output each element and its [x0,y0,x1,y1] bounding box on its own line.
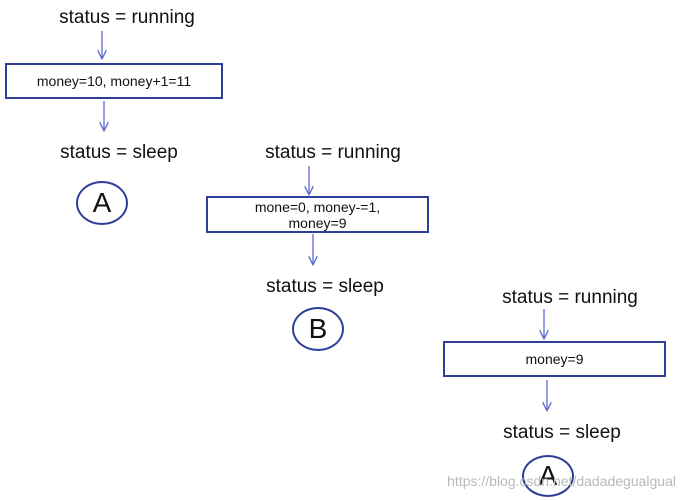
flow-b-node-circle: B [292,307,344,351]
watermark-url: https://blog.csdn.net/dadadegualgual [447,473,676,489]
flow-a-step-box: money=10, money+1=11 [5,63,223,99]
flow-b-step-box: mone=0, money-=1, money=9 [206,196,429,233]
flow-b-start-label: status = running [265,142,401,163]
flow-a-node-letter: A [92,187,112,218]
flow-a-node-circle: A [76,181,128,225]
flow-b-node-letter: B [308,313,328,344]
flow-c-end-label: status = sleep [503,422,621,443]
flow-a-step-text: money=10, money+1=11 [36,73,192,89]
flow-c-step-text: money=9 [525,351,584,367]
flow-c-node-circle: A [522,455,574,497]
flow-a-end-label: status = sleep [60,142,178,163]
flow-b-step-text-line2: money=9 [288,214,347,231]
flow-b-step-text-line1: mone=0, money-=1, [254,198,381,215]
flow-b-end-label: status = sleep [266,276,384,297]
flow-c-start-label: status = running [502,287,638,308]
flow-c-node-letter: A [538,460,558,491]
flow-a-start-label: status = running [59,7,195,28]
flow-c-step-box: money=9 [443,341,666,377]
